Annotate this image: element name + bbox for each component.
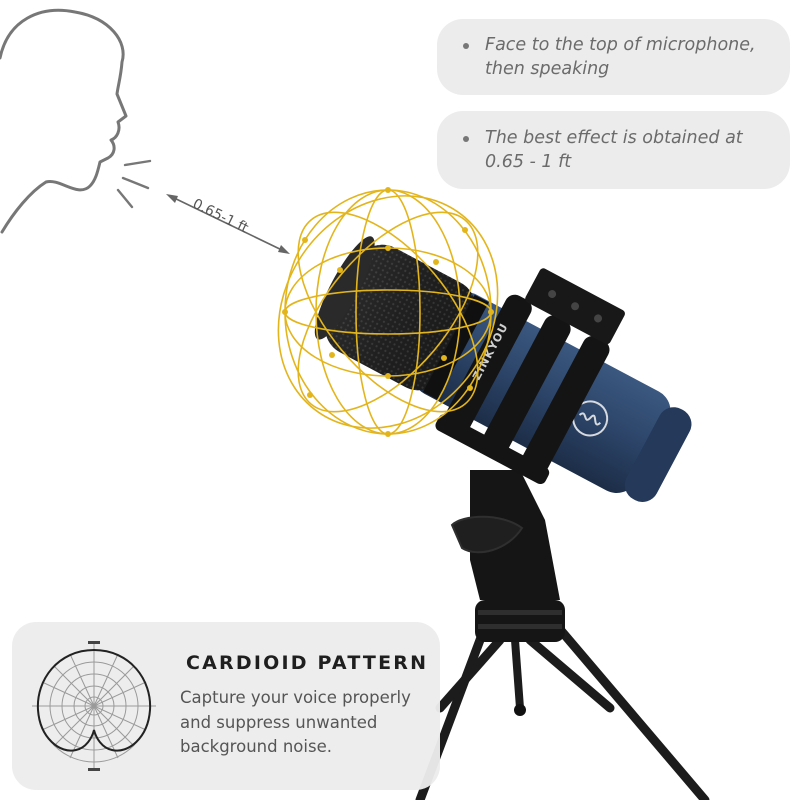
cardioid-polar-diagram	[32, 641, 156, 771]
tip-text: Face to the top of microphone, then spea…	[485, 35, 756, 79]
bullet-icon	[463, 136, 469, 142]
card-title: CARDIOID PATTERN	[186, 652, 429, 674]
distance-arrow	[166, 194, 290, 254]
cardioid-pattern-card: CARDIOID PATTERN Capture your voice prop…	[12, 622, 440, 790]
tip-text: The best effect is obtained at 0.65 - 1 …	[485, 128, 743, 172]
bullet-icon	[463, 43, 469, 49]
tip-face-top: Face to the top of microphone, then spea…	[437, 19, 790, 95]
pickup-sphere-nodes	[282, 187, 494, 437]
head-silhouette-icon	[0, 8, 128, 234]
microphone-body	[412, 292, 671, 493]
microphone: ZINKYOU	[314, 236, 692, 502]
card-description: Capture your voice properly and suppress…	[180, 688, 411, 756]
tripod-mount	[450, 470, 565, 642]
tip-best-distance: The best effect is obtained at 0.65 - 1 …	[437, 111, 790, 189]
tripod-foot	[514, 704, 526, 716]
sound-waves-icon	[116, 159, 152, 209]
